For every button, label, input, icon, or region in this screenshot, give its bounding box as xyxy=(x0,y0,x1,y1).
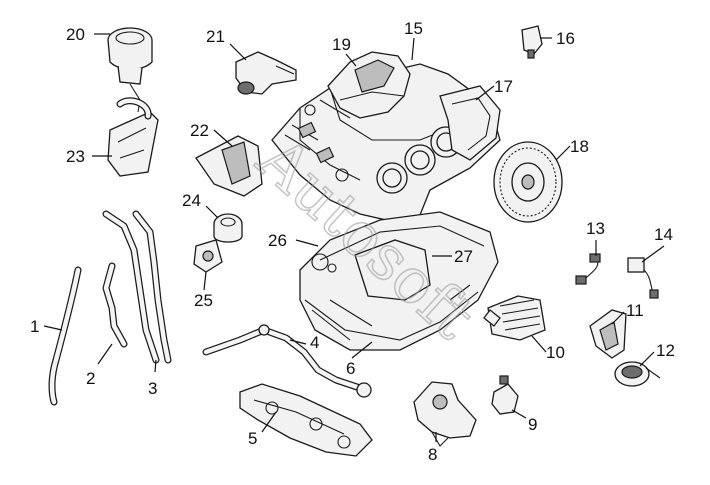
valve-21 xyxy=(235,51,297,95)
callout-10: 10 xyxy=(546,343,565,362)
mount-22 xyxy=(195,135,263,197)
leader-line xyxy=(411,37,415,61)
callout-12: 12 xyxy=(656,341,675,360)
callout-9: 9 xyxy=(528,415,537,434)
callout-25: 25 xyxy=(194,291,213,310)
leader-line xyxy=(203,271,207,291)
callout-24: 24 xyxy=(182,191,201,210)
callout-22: 22 xyxy=(190,121,209,140)
leader-line xyxy=(205,205,219,219)
leader-line xyxy=(97,343,113,365)
sensor-9 xyxy=(491,375,519,415)
leader-line xyxy=(611,311,625,325)
leader-line xyxy=(511,409,527,419)
callout-6: 6 xyxy=(346,359,355,378)
oil-filter-24 xyxy=(213,213,243,243)
callout-15: 15 xyxy=(404,19,423,38)
dipstick-tube-1 xyxy=(48,266,82,406)
callout-18: 18 xyxy=(570,137,589,156)
reservoir-20 xyxy=(107,27,153,113)
callout-23: 23 xyxy=(66,147,85,166)
bracket-11 xyxy=(589,309,627,359)
callout-27: 27 xyxy=(454,247,473,266)
leader-line xyxy=(229,43,247,61)
manifold-5 xyxy=(239,383,373,457)
callout-21: 21 xyxy=(206,27,225,46)
leader-line xyxy=(213,129,233,147)
callout-3: 3 xyxy=(148,379,157,398)
leader-lines xyxy=(43,33,665,442)
leader-line xyxy=(475,85,495,101)
callout-26: 26 xyxy=(268,231,287,250)
leader-line xyxy=(261,411,277,433)
sensor-13 xyxy=(575,253,601,285)
callout-2: 2 xyxy=(86,369,95,388)
callout-20: 20 xyxy=(66,25,85,44)
callout-13: 13 xyxy=(586,219,605,238)
callout-5: 5 xyxy=(248,429,257,448)
pipe-2 xyxy=(102,262,128,348)
leader-line xyxy=(345,53,357,67)
leader-line xyxy=(289,339,307,345)
leader-line xyxy=(154,359,157,373)
pipe-3 xyxy=(102,210,172,364)
canister-12 xyxy=(614,361,661,387)
callout-1: 1 xyxy=(30,317,39,336)
connector-16 xyxy=(521,25,543,59)
flywheel xyxy=(493,141,563,223)
oil-cooler xyxy=(483,295,546,341)
callout-16: 16 xyxy=(556,29,575,48)
leader-line xyxy=(43,325,63,331)
callout-19: 19 xyxy=(332,35,351,54)
coolant-pipe-4 xyxy=(202,324,372,398)
oil-pan xyxy=(299,211,499,351)
callout-8: 8 xyxy=(428,445,437,464)
intake-housing xyxy=(327,51,411,119)
hose-bracket-23 xyxy=(107,97,159,177)
leader-line xyxy=(555,145,571,161)
leader-line xyxy=(641,245,665,263)
pump-8 xyxy=(413,381,477,447)
callout-4: 4 xyxy=(310,333,319,352)
leader-line xyxy=(639,351,655,367)
sensor-14 xyxy=(627,257,659,299)
leader-line xyxy=(295,239,319,247)
callout-labels: 1 2 3 4 5 6 8 9 10 11 12 13 14 15 16 17 … xyxy=(30,19,675,464)
head-gasket xyxy=(439,85,501,161)
callout-11: 11 xyxy=(626,301,644,320)
filter-bracket-25 xyxy=(193,239,223,273)
leader-line xyxy=(351,341,373,359)
callout-17: 17 xyxy=(494,77,513,96)
callout-14: 14 xyxy=(654,225,673,244)
leader-line xyxy=(531,335,547,353)
